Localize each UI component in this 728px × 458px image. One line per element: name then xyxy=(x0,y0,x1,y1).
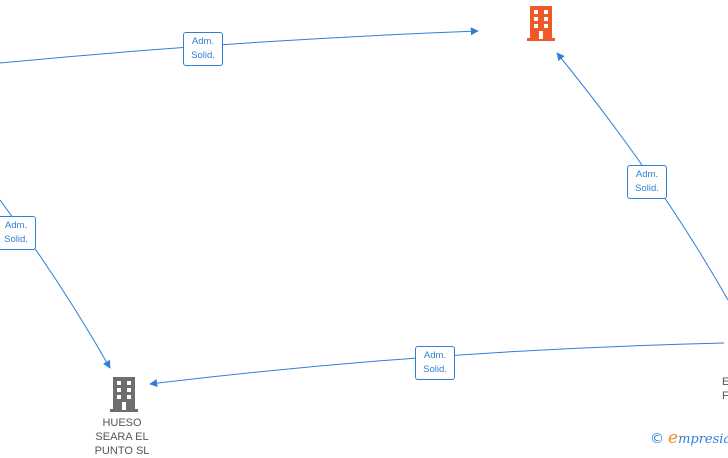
node-label-right[interactable]: E F xyxy=(722,375,728,403)
edge-label-left[interactable]: Adm. Solid. xyxy=(0,216,36,250)
edge-label-line1: Adm. xyxy=(4,220,28,231)
edge-label-line1: Adm. xyxy=(191,36,215,47)
edge-label-bottom[interactable]: Adm. Solid. xyxy=(415,346,455,380)
node-label-company[interactable]: HUESO SEARA EL PUNTO SL xyxy=(82,416,162,458)
copyright-symbol: © xyxy=(650,431,664,447)
edge-label-line1: Adm. xyxy=(635,169,659,180)
edge-label-line2: Solid. xyxy=(4,234,28,245)
building-icon-main[interactable] xyxy=(525,5,557,41)
edge-label-line2: Solid. xyxy=(191,50,215,61)
node-label-line3: PUNTO SL xyxy=(94,445,150,457)
edge-top xyxy=(0,27,479,64)
edge-label-line2: Solid. xyxy=(423,364,447,375)
node-label-line1: E xyxy=(722,376,728,388)
edge-label-right-upper[interactable]: Adm. Solid. xyxy=(627,165,667,199)
building-icon-company[interactable] xyxy=(108,376,140,412)
brand-initial: e xyxy=(668,428,679,448)
empresia-watermark: ©empresia xyxy=(650,428,728,448)
node-label-line2: F xyxy=(722,390,728,402)
edge-label-top[interactable]: Adm. Solid. xyxy=(183,32,223,66)
node-label-line1: HUESO xyxy=(102,417,142,429)
edge-label-line2: Solid. xyxy=(635,183,659,194)
edge-label-line1: Adm. xyxy=(423,350,447,361)
node-label-line2: SEARA EL xyxy=(95,431,149,443)
brand-name: mpresia xyxy=(678,432,728,447)
